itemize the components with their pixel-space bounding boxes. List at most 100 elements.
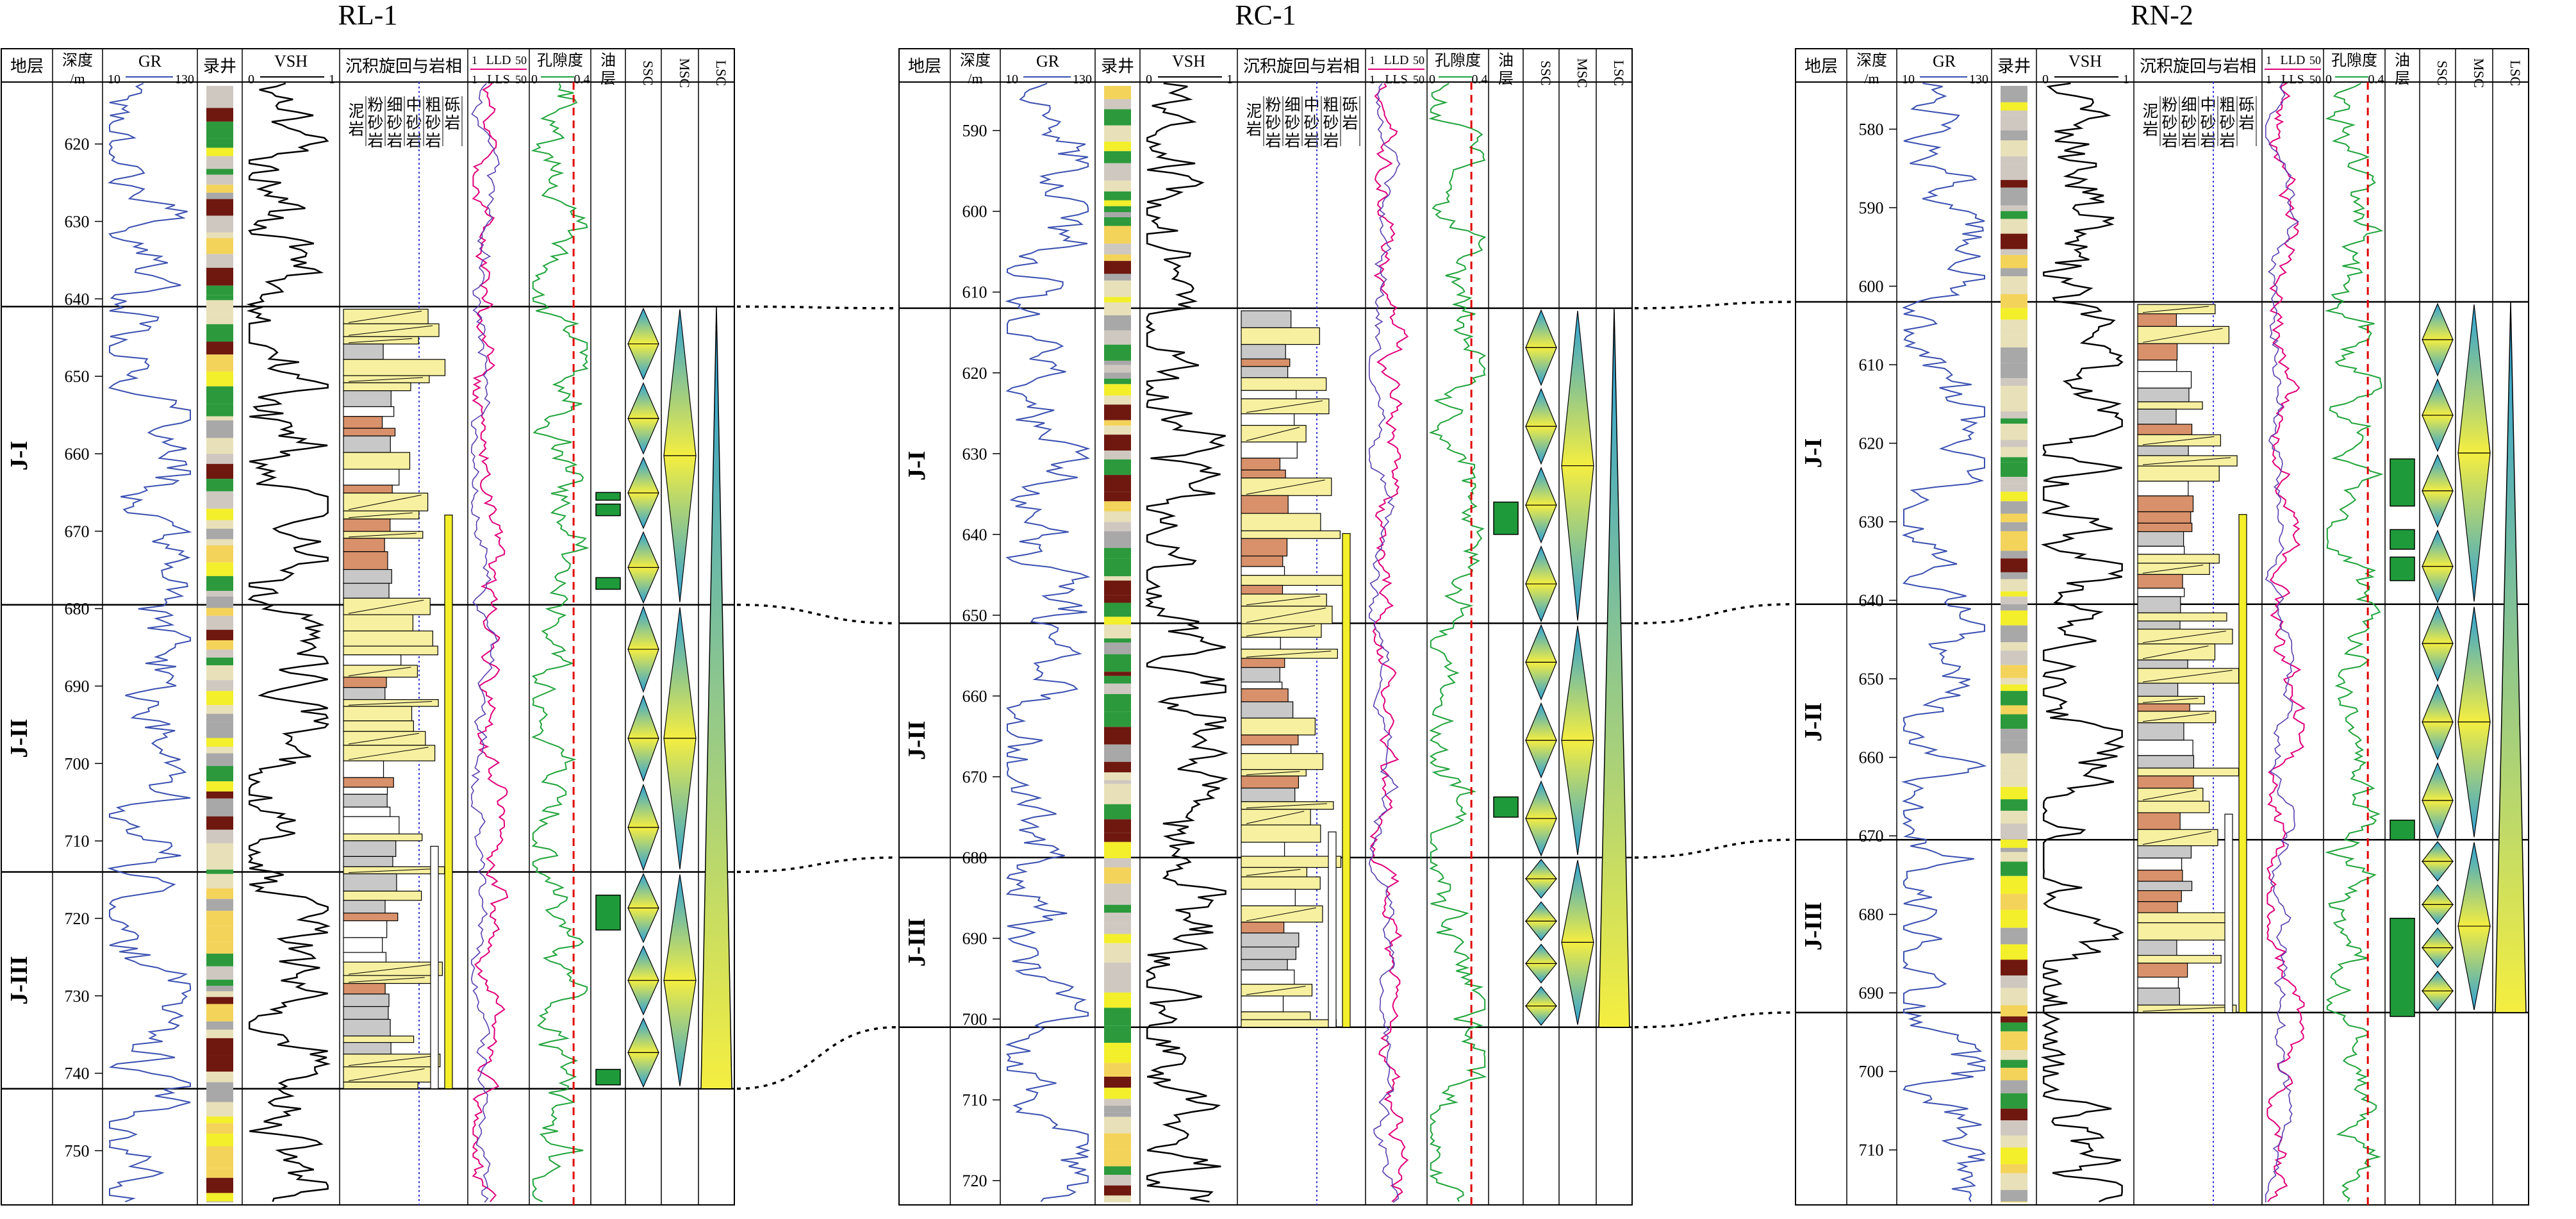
- lithology-bed: [1241, 876, 1321, 890]
- core-band: [206, 479, 233, 492]
- ssc-column: [2421, 303, 2454, 1011]
- lithology-bed: [343, 583, 390, 599]
- core-band: [2001, 1147, 2027, 1165]
- core-band: [1104, 522, 1131, 532]
- cross-bedding: [1246, 868, 1301, 876]
- por-scale-max: 0.4: [2368, 72, 2384, 87]
- depth-label: 670: [65, 522, 90, 541]
- core-band: [206, 1133, 233, 1147]
- core-band: [2001, 254, 2027, 269]
- cross-bedding: [348, 977, 425, 983]
- ssc-triangle-up: [2421, 841, 2454, 862]
- lithology-bed: [343, 816, 400, 834]
- core-band: [206, 199, 233, 216]
- depth-label: 650: [65, 367, 90, 386]
- vsh-curve: [2040, 82, 2126, 1203]
- lithology-bed: [343, 676, 387, 688]
- zone-label: J-I: [6, 441, 33, 470]
- lithology-bed: [1241, 946, 1296, 960]
- core-band: [206, 781, 233, 792]
- core-band: [1104, 99, 1131, 110]
- well-name: RN-2: [2131, 0, 2193, 31]
- core-band: [1104, 1195, 1131, 1202]
- lithology-bed: [1241, 753, 1324, 770]
- header-gr: GR: [1933, 52, 1956, 70]
- header-lsc: LSC: [2507, 60, 2523, 86]
- core-band: [206, 888, 233, 899]
- ssc-triangle-up: [2421, 970, 2454, 991]
- ssc-triangle-up: [2422, 529, 2454, 567]
- oil-layer: [2390, 819, 2415, 841]
- msc-triangle-up: [1561, 859, 1594, 943]
- header-lsc: LSC: [713, 60, 729, 86]
- core-band: [1104, 302, 1131, 316]
- msc-triangle-down: [2457, 721, 2491, 838]
- header-lld: LLD: [1384, 53, 1409, 67]
- ssc-column: [1524, 309, 1558, 1026]
- core-band: [1104, 531, 1131, 548]
- ssc-triangle-up: [1525, 467, 1557, 506]
- header-msc: MSC: [677, 58, 693, 88]
- ssc-triangle-down: [1525, 661, 1557, 701]
- por-scale-max: 0.4: [574, 72, 590, 87]
- lithology-bed: [343, 913, 399, 922]
- lithology-legend-char: 砂: [425, 114, 441, 132]
- cross-bedding: [348, 599, 424, 614]
- porosity-curve: [1428, 83, 1487, 1202]
- header-cycle: 沉积旋回与岩相: [345, 57, 462, 76]
- core-band: [2001, 531, 2027, 538]
- core-band: [1104, 1088, 1131, 1099]
- depth-label: 620: [1859, 435, 1884, 453]
- ssc-triangle-down: [627, 908, 659, 943]
- depth-label: 700: [1859, 1063, 1884, 1081]
- core-band: [2001, 294, 2027, 308]
- core-band: [206, 874, 233, 889]
- gr-curve: [107, 83, 192, 1202]
- res-scale-max-1: 50: [2309, 54, 2321, 67]
- core-band: [206, 680, 233, 692]
- lithology-legend-char: 粉: [2161, 96, 2177, 114]
- lithology-bed: [343, 706, 413, 722]
- header-oil-2: 层: [2395, 70, 2410, 87]
- core-band: [206, 463, 233, 479]
- lithology-legend-3: 中砂岩: [406, 96, 424, 150]
- lithology-bed: [1241, 681, 1283, 690]
- core-band: [206, 185, 233, 193]
- core-band: [206, 215, 233, 233]
- ssc-triangle-up: [2422, 378, 2454, 416]
- lithology-bed: [2137, 767, 2240, 777]
- lithology-bed: [2137, 922, 2229, 941]
- core-band: [1104, 378, 1131, 385]
- core-band: [2001, 140, 2027, 156]
- header-vsh: VSH: [274, 52, 308, 70]
- core-band: [1104, 580, 1131, 595]
- core-band: [1104, 426, 1131, 435]
- lithology-bed: [1241, 995, 1284, 1013]
- oil-layer: [595, 503, 621, 517]
- core-band: [1104, 125, 1131, 142]
- core-band: [206, 1161, 233, 1168]
- lithology-bed: [1241, 358, 1291, 367]
- lithology-bed: [1241, 327, 1320, 345]
- depth-label: 640: [1859, 592, 1884, 610]
- core-band: [1104, 1043, 1131, 1049]
- lithology-bed: [343, 806, 391, 817]
- lithology-legend-char: 岩: [2161, 132, 2177, 150]
- ssc-triangle-up: [2422, 762, 2454, 801]
- header-depth: 深度: [960, 52, 991, 69]
- cross-bedding: [1246, 811, 1305, 824]
- core-band: [2001, 164, 2027, 180]
- correlation-line: [736, 1025, 897, 1090]
- cycle-bar-yellow: [444, 514, 453, 1090]
- core-band: [1104, 819, 1131, 833]
- core-band: [1104, 883, 1131, 893]
- ssc-triangle-up: [627, 456, 659, 493]
- lithology-bed: [343, 856, 393, 868]
- depth-label: 690: [1859, 984, 1884, 1002]
- core-band: [206, 1177, 233, 1193]
- core-band: [2001, 988, 2027, 1006]
- msc-triangle-up: [1561, 626, 1594, 741]
- lithology-bed: [1241, 458, 1281, 470]
- lithology-legend-char: 岩: [2142, 120, 2158, 138]
- zone-label: J-I: [904, 451, 930, 480]
